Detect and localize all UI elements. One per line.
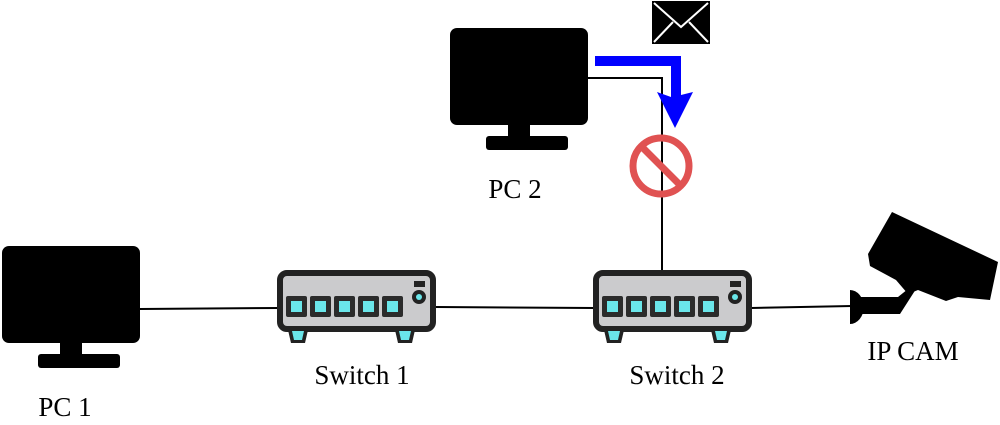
cable-pc2-switch2 bbox=[588, 77, 663, 272]
pc1-monitor-icon bbox=[2, 246, 140, 368]
cable-switch1-switch2 bbox=[435, 306, 596, 309]
cable-switch2-ipcam bbox=[750, 305, 853, 309]
ipcam-label: IP CAM bbox=[867, 336, 958, 366]
switch1-label: Switch 1 bbox=[314, 360, 409, 390]
blocked-icon bbox=[629, 134, 693, 198]
security-camera-icon bbox=[850, 212, 998, 324]
message-arrow-icon bbox=[595, 56, 693, 128]
switch2-icon bbox=[596, 273, 749, 343]
switch1-icon bbox=[280, 273, 433, 343]
cables bbox=[139, 77, 853, 310]
pc2-monitor-icon bbox=[450, 28, 588, 150]
switch2-label: Switch 2 bbox=[629, 360, 724, 390]
pc1-label: PC 1 bbox=[38, 392, 91, 422]
cable-pc1-switch1 bbox=[139, 307, 281, 310]
pc2-label: PC 2 bbox=[488, 174, 541, 204]
envelope-icon bbox=[652, 1, 710, 44]
